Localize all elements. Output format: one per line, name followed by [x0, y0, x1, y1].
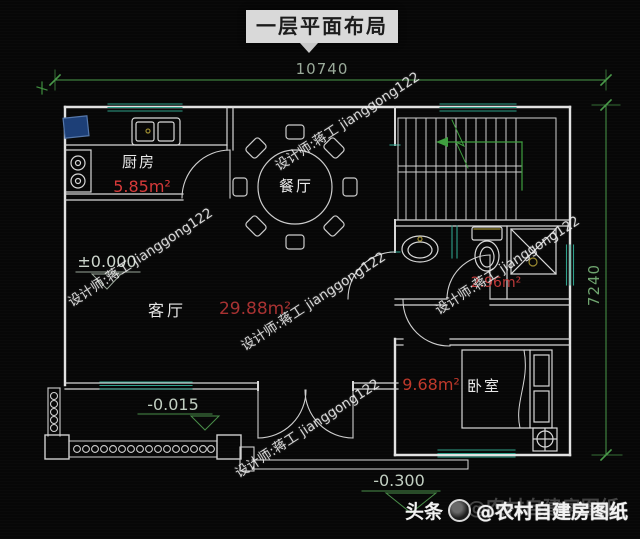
windows [99, 103, 575, 458]
kitchen-door [181, 149, 231, 199]
elevation-ground: -0.300 [361, 471, 441, 514]
title-pointer [300, 43, 318, 53]
shower-symbol [510, 228, 557, 275]
bedroom-door [402, 299, 451, 347]
caption: 头条 @农村自建房图纸 [405, 497, 628, 524]
living-label: 客厅 [148, 301, 186, 320]
window-bedroom-bottom [437, 449, 516, 458]
account-logo-icon [447, 499, 471, 522]
dining-chair [245, 137, 267, 159]
stair-treads [405, 117, 517, 221]
dining-label: 餐厅 [279, 177, 313, 195]
kitchen: 厨房 5.85m² [62, 115, 231, 199]
entry-double-door [257, 389, 354, 439]
porch-column-right [216, 434, 242, 460]
elevation-floor-value: ±0.000 [77, 252, 136, 271]
bathroom-sink-symbol [401, 235, 439, 263]
dining-chair [245, 215, 267, 237]
dimension-top: 10740 [48, 60, 613, 91]
elevation-porch-value: -0.015 [147, 395, 199, 414]
dining-table [257, 149, 333, 225]
fridge-symbol [62, 115, 90, 139]
bathroom-door [446, 254, 491, 300]
plant-mark [36, 81, 48, 95]
toilet-symbol [471, 226, 503, 272]
elevation-ground-value: -0.300 [373, 471, 425, 490]
entry-steps [251, 459, 469, 470]
porch [44, 387, 255, 472]
bathroom: 2.96m² [347, 225, 557, 300]
porch-railing-left [47, 387, 61, 437]
page-title: 一层平面布局 [246, 10, 398, 43]
stairs [397, 117, 557, 221]
stair-direction-arrow [436, 119, 523, 191]
living-room: 客厅 29.88m² ±0.000 [75, 252, 291, 320]
nightstand-symbol [532, 427, 558, 452]
hall-door [347, 251, 396, 300]
bedroom-label: 卧室 [467, 377, 501, 395]
elevation-porch: -0.015 [137, 395, 221, 431]
bed-symbol [461, 349, 553, 429]
kitchen-area: 5.85m² [113, 177, 171, 196]
window-stair-top [439, 103, 517, 112]
porch-column-left [44, 434, 70, 460]
porch-railing-band [68, 440, 218, 458]
window-living-bottom [99, 381, 193, 390]
stove-symbol [64, 149, 92, 193]
living-area: 29.88m² [219, 299, 291, 319]
dimension-top-value: 10740 [296, 60, 349, 78]
kitchen-label: 厨房 [122, 153, 156, 171]
dining-chairs [232, 124, 358, 250]
window-kitchen-top [107, 103, 183, 112]
dining-chair [323, 215, 345, 237]
dining-chair [232, 177, 248, 197]
dining-chair [342, 177, 358, 197]
entry: -0.015 -0.300 [137, 389, 469, 514]
kitchen-sink-symbol [131, 117, 181, 146]
caption-account: @农村自建房图纸 [475, 501, 628, 523]
porch-step-block [239, 446, 255, 472]
bedroom-area: 9.68m² [402, 375, 460, 394]
dimension-right-value: 7240 [585, 264, 603, 306]
caption-platform: 头条 [404, 501, 443, 523]
elevation-floor: ±0.000 [75, 252, 141, 290]
dining-chair [323, 137, 345, 159]
dining-chair [285, 234, 305, 250]
dining-chair [285, 124, 305, 140]
dining-room: 餐厅 [232, 124, 358, 250]
bathroom-area: 2.96m² [471, 275, 521, 291]
window-right-wall [565, 244, 575, 286]
interior-walls [64, 106, 571, 391]
dimension-right: 7240 [585, 98, 623, 462]
bedroom: 卧室 9.68m² [402, 299, 558, 452]
